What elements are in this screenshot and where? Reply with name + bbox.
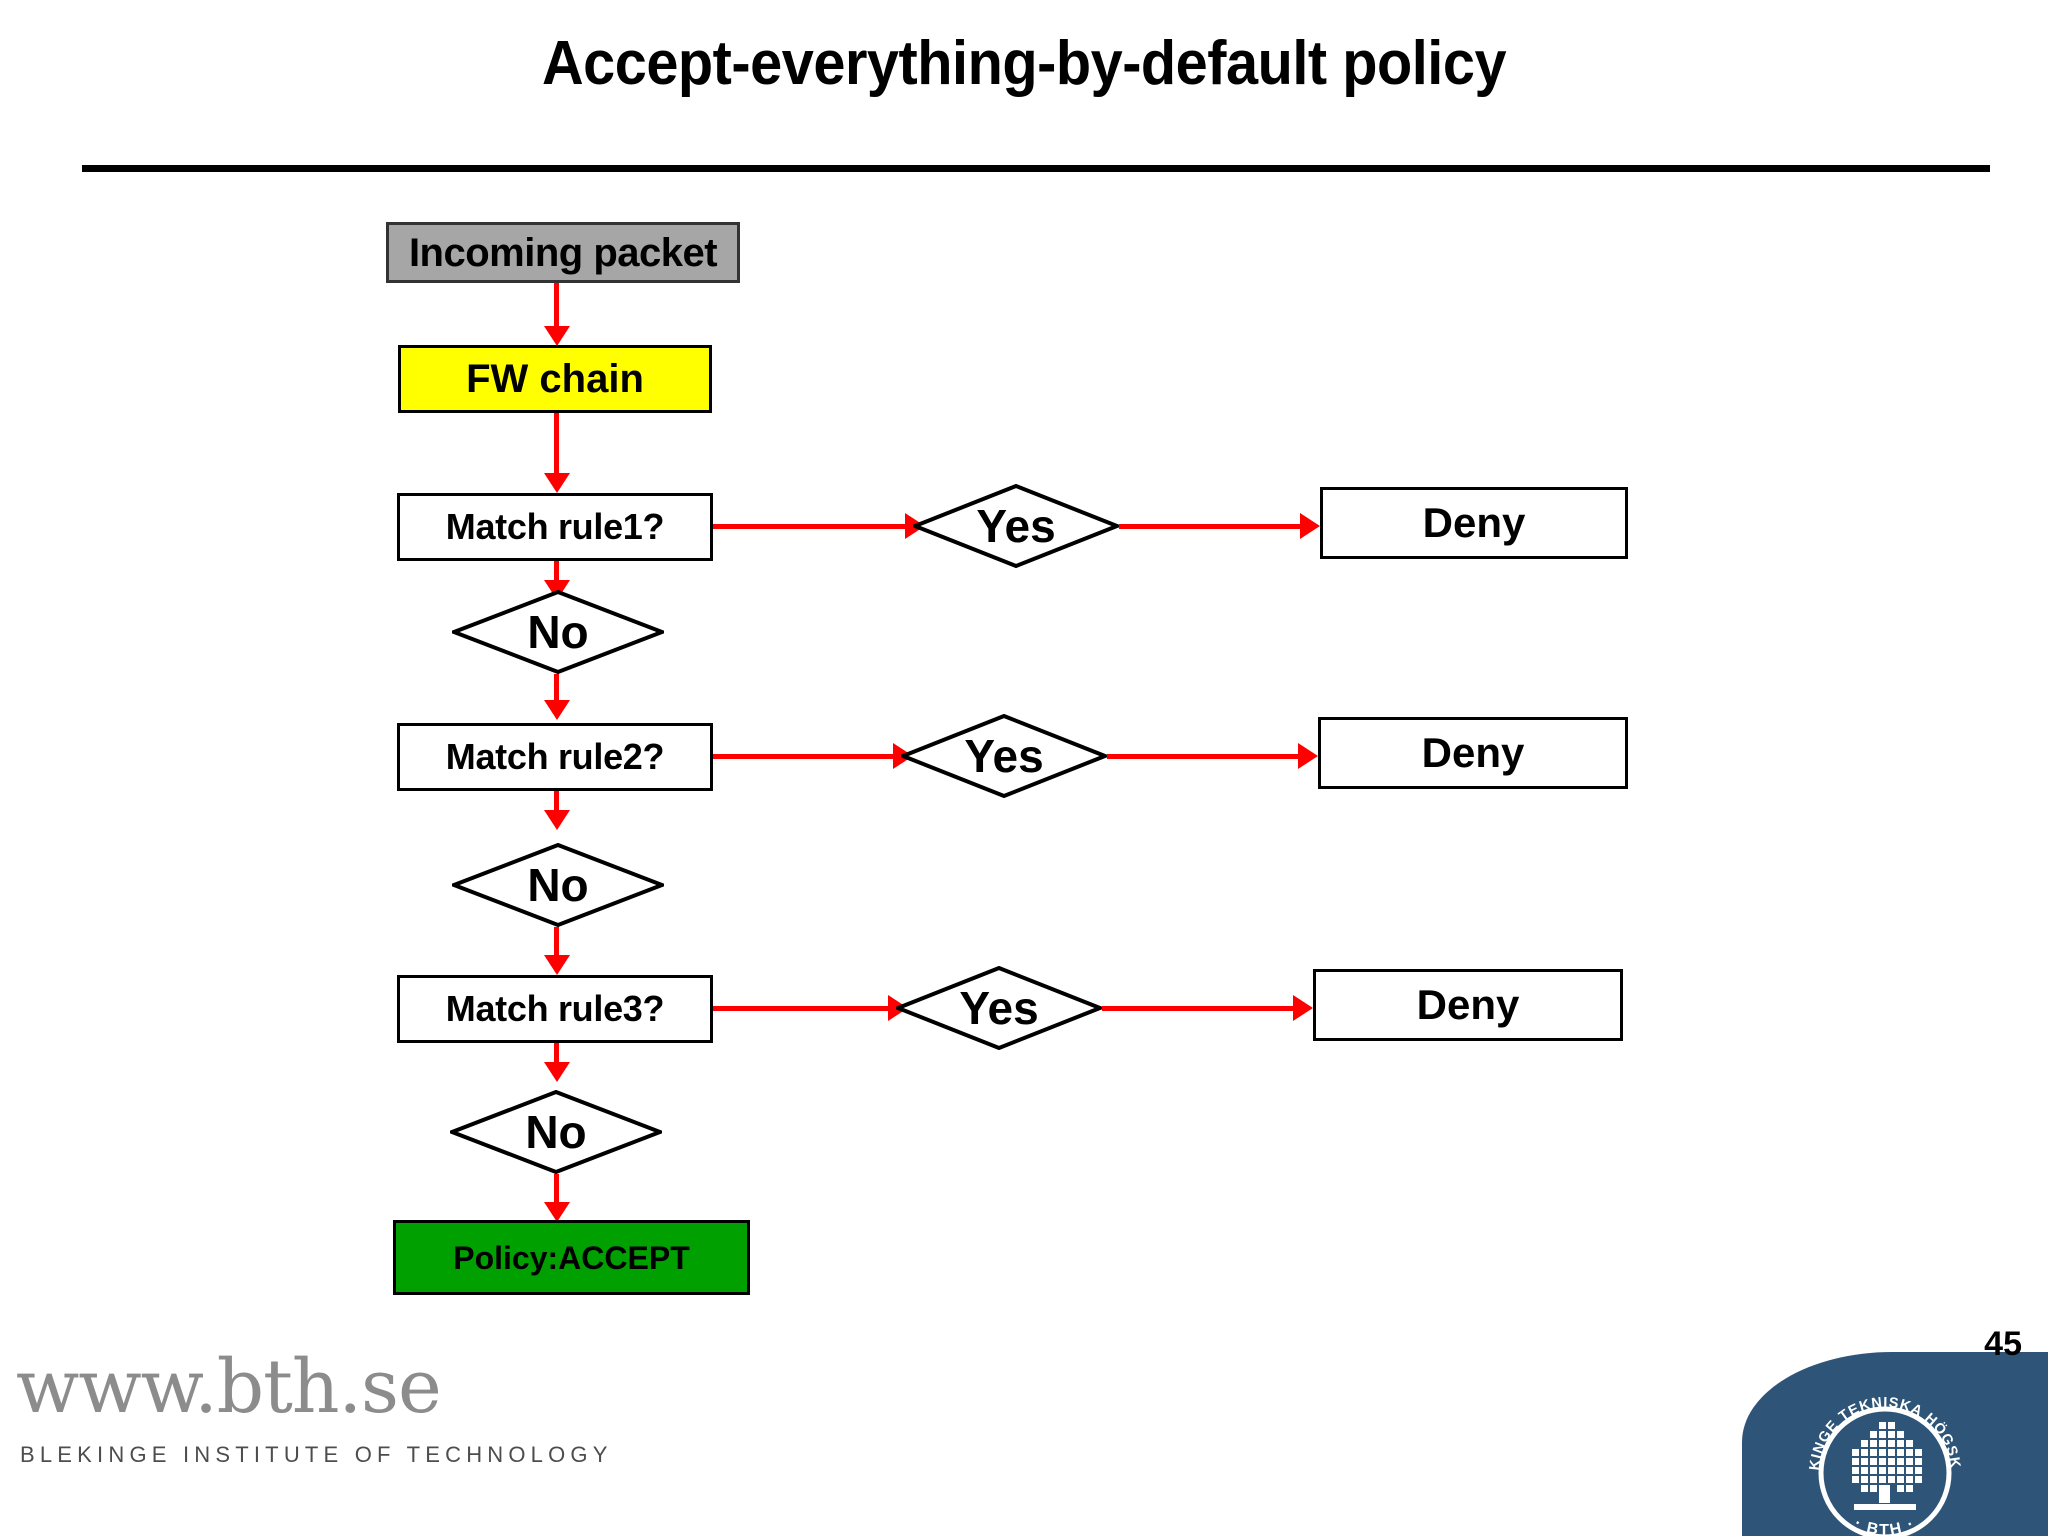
decision-no-rule1: No: [452, 590, 664, 674]
arrowhead-yes1-to-deny1: [1300, 513, 1320, 539]
connector-no2-to-rule3: [554, 927, 559, 957]
node-fw-chain: FW chain: [398, 345, 712, 413]
node-match-rule3-label: Match rule3?: [445, 988, 665, 1029]
decision-yes-rule1-label: Yes: [976, 500, 1056, 552]
title-divider: [82, 165, 1990, 172]
connector-yes1-to-deny1: [1119, 524, 1304, 529]
node-match-rule2: Match rule2?: [397, 723, 713, 791]
decision-yes-rule3: Yes: [896, 966, 1102, 1050]
connector-no1-to-rule2: [554, 674, 559, 702]
node-match-rule2-label: Match rule2?: [445, 736, 665, 777]
bth-subtitle: BLEKINGE INSTITUTE OF TECHNOLOGY: [20, 1442, 613, 1467]
arrowhead-no1-to-rule2: [544, 700, 570, 720]
node-incoming-packet: Incoming packet: [386, 222, 740, 283]
node-deny-rule2: Deny: [1318, 717, 1628, 789]
connector-rule3-to-yes: [713, 1006, 891, 1011]
bth-wordmark: www.bth.se: [16, 1344, 442, 1430]
decision-no-rule1-label: No: [527, 606, 589, 658]
connector-rule1-to-yes: [713, 524, 909, 529]
arrowhead-fw-to-rule1: [544, 473, 570, 493]
decision-no-rule3-label: No: [525, 1106, 587, 1158]
arrowhead-yes3-to-deny3: [1293, 995, 1313, 1021]
connector-fw-to-rule1: [554, 413, 559, 475]
connector-rule3-to-no: [554, 1043, 559, 1065]
svg-text:BLEKINGE TEKNISKA HÖGSKOLA: BLEKINGE TEKNISKA HÖGSKOLA: [1794, 1382, 1963, 1471]
arrowhead-rule3-to-no: [544, 1062, 570, 1082]
node-deny-rule3: Deny: [1313, 969, 1623, 1041]
node-deny-rule1-label: Deny: [1422, 499, 1526, 546]
node-policy-accept-prefix: Policy:: [453, 1239, 559, 1276]
decision-no-rule2-label: No: [527, 859, 589, 911]
svg-text:· BTH ·: · BTH ·: [1851, 1515, 1918, 1536]
decision-yes-rule2: Yes: [901, 714, 1107, 798]
decision-no-rule2: No: [452, 843, 664, 927]
arrowhead-rule2-to-no: [544, 810, 570, 830]
seal-bottom-text: · BTH ·: [1851, 1515, 1916, 1536]
arrowhead-no2-to-rule3: [544, 955, 570, 975]
connector-yes2-to-deny2: [1107, 754, 1302, 759]
bth-seal-icon: BLEKINGE TEKNISKA HÖGSKOLA · BTH ·: [1788, 1370, 1976, 1536]
connector-incoming-to-fw: [554, 283, 559, 328]
node-policy-accept-value: ACCEPT: [558, 1239, 690, 1276]
decision-no-rule3: No: [450, 1090, 662, 1174]
node-policy-accept: Policy: ACCEPT: [393, 1220, 750, 1295]
node-deny-rule3-label: Deny: [1416, 981, 1520, 1028]
bth-logo-panel: BLEKINGE TEKNISKA HÖGSKOLA · BTH ·: [1742, 1352, 2048, 1536]
page-title: Accept-everything-by-default policy: [541, 29, 1507, 98]
decision-yes-rule3-label: Yes: [959, 982, 1039, 1034]
connector-rule2-to-no: [554, 791, 559, 813]
node-fw-chain-label: FW chain: [466, 357, 644, 401]
node-deny-rule1: Deny: [1320, 487, 1628, 559]
page-number: 45: [1984, 1325, 2022, 1363]
seal-top-text: BLEKINGE TEKNISKA HÖGSKOLA: [1788, 1370, 1962, 1471]
node-match-rule3: Match rule3?: [397, 975, 713, 1043]
arrowhead-yes2-to-deny2: [1298, 743, 1318, 769]
connector-rule1-to-no: [554, 561, 559, 583]
node-incoming-packet-label: Incoming packet: [408, 230, 718, 275]
connector-no3-to-policy: [554, 1174, 559, 1206]
node-deny-rule2-label: Deny: [1421, 729, 1525, 776]
decision-yes-rule1: Yes: [913, 484, 1119, 568]
arrowhead-incoming-to-fw: [544, 326, 570, 346]
connector-yes3-to-deny3: [1102, 1006, 1297, 1011]
node-match-rule1-label: Match rule1?: [445, 506, 665, 547]
node-match-rule1: Match rule1?: [397, 493, 713, 561]
arrowhead-no3-to-policy: [544, 1202, 570, 1222]
connector-rule2-to-yes: [713, 754, 896, 759]
decision-yes-rule2-label: Yes: [964, 730, 1044, 782]
